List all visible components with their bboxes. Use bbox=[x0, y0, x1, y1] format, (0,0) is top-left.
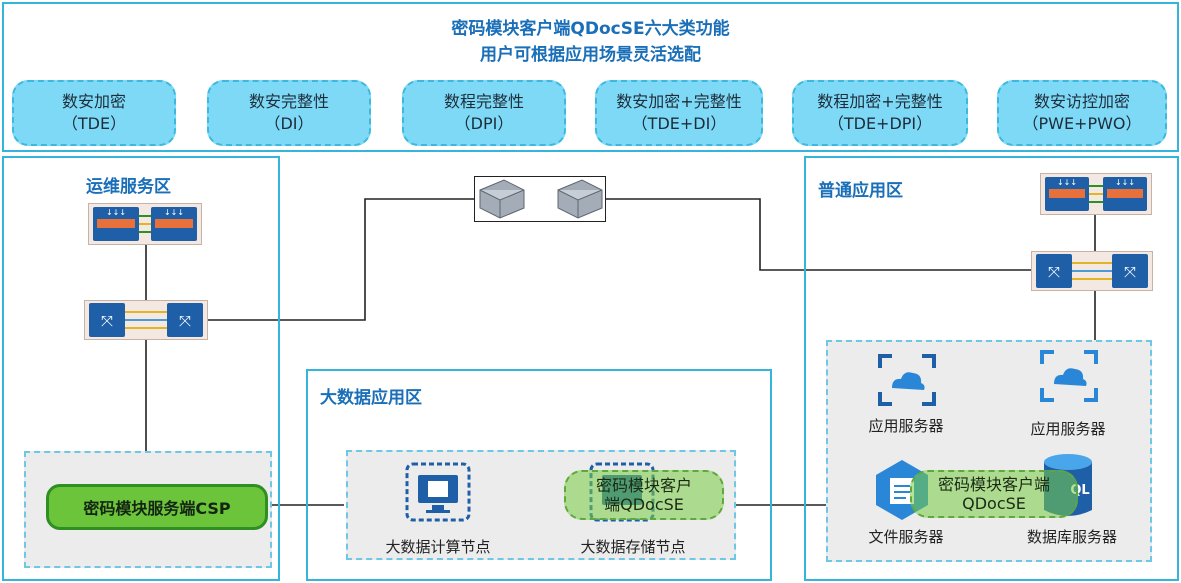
switch-icon: ⤧ ⤧ bbox=[1031, 251, 1153, 291]
function-name: 数安完整性 bbox=[248, 92, 329, 111]
storage-node-label: 大数据存储节点 bbox=[580, 538, 686, 556]
qdocse-badge-line2: 端QDocSE bbox=[604, 495, 684, 514]
core-router-pair bbox=[474, 176, 606, 222]
firewall-icon: ↓↓↓ ↓↓↓ bbox=[1040, 173, 1152, 215]
svg-text:⤧: ⤧ bbox=[1124, 263, 1136, 281]
function-pill-pwe-pwo: 数安访控加密 （PWE+PWO） bbox=[997, 80, 1167, 146]
function-pill-tde-dpi: 数程加密+完整性 （TDE+DPI） bbox=[792, 80, 968, 146]
function-name: 数安加密 bbox=[61, 92, 126, 111]
header-panel: 密码模块客户端QDocSE六大类功能 用户可根据应用场景灵活选配 数安加密 （T… bbox=[2, 2, 1179, 152]
ops-zone-title: 运维服务区 bbox=[86, 177, 171, 197]
function-code: （TDE+DPI） bbox=[827, 114, 933, 133]
svg-text:⤧: ⤧ bbox=[179, 312, 191, 330]
function-pill-tde: 数安加密 （TDE） bbox=[12, 80, 176, 146]
router-icon bbox=[479, 179, 525, 219]
header-title-line2: 用户可根据应用场景灵活选配 bbox=[480, 45, 701, 65]
app-server-icon bbox=[878, 354, 936, 406]
function-code: （DI） bbox=[264, 114, 314, 133]
function-pill-di: 数安完整性 （DI） bbox=[207, 80, 371, 146]
function-name: 数程加密+完整性 bbox=[817, 92, 943, 111]
svg-text:⤧: ⤧ bbox=[1048, 263, 1060, 281]
function-pill-dpi: 数程完整性 （DPI） bbox=[402, 80, 566, 146]
qdocse-badge-line1: 密码模块客户 bbox=[595, 476, 692, 495]
svg-text:↓↓↓: ↓↓↓ bbox=[106, 208, 126, 217]
ops-zone: 运维服务区 密码模块服务端CSP bbox=[2, 156, 280, 581]
bigdata-zone: 大数据应用区 大数据计算节点 密码模块客户 端QDocSE 大数据存储节点 bbox=[306, 369, 772, 581]
svg-text:↓↓↓: ↓↓↓ bbox=[1115, 178, 1135, 187]
svg-text:↓↓↓: ↓↓↓ bbox=[164, 208, 184, 217]
function-code: （TDE+DI） bbox=[631, 114, 727, 133]
firewall-icon: ↓↓↓ ↓↓↓ bbox=[88, 203, 202, 245]
db-server-label: 数据库服务器 bbox=[1026, 528, 1117, 546]
app-server-icon bbox=[1040, 350, 1098, 402]
file-server-label: 文件服务器 bbox=[868, 528, 944, 546]
qdocse-badge-line2: QDocSE bbox=[962, 494, 1026, 513]
link-ops-to-core bbox=[206, 198, 476, 321]
function-name: 数安访控加密 bbox=[1033, 92, 1130, 111]
bigdata-zone-title: 大数据应用区 bbox=[320, 388, 422, 408]
qdocse-client-badge-app: 密码模块客户端 QDocSE bbox=[910, 470, 1078, 518]
function-name: 数程完整性 bbox=[443, 92, 524, 111]
app-server-1-label: 应用服务器 bbox=[868, 417, 944, 435]
qdocse-client-badge-bigdata: 密码模块客户 端QDocSE bbox=[564, 470, 724, 520]
svg-text:⤧: ⤧ bbox=[101, 312, 113, 330]
link-core-to-app bbox=[603, 198, 1031, 271]
app-zone-title: 普通应用区 bbox=[818, 181, 903, 201]
app-server-area bbox=[826, 340, 1152, 562]
svg-text:↓↓↓: ↓↓↓ bbox=[1057, 178, 1077, 187]
compute-node-label: 大数据计算节点 bbox=[385, 538, 491, 556]
function-code: （DPI） bbox=[454, 114, 514, 133]
csp-server: 密码模块服务端CSP bbox=[46, 484, 268, 530]
app-server-2-label: 应用服务器 bbox=[1030, 420, 1106, 438]
app-zone: 普通应用区 应用服务器 应用服务器 QL 密码模块客户端 QDocSE 文件服务… bbox=[804, 156, 1179, 581]
function-pill-tde-di: 数安加密+完整性 （TDE+DI） bbox=[595, 80, 763, 146]
qdocse-badge-line1: 密码模块客户端 bbox=[937, 475, 1050, 494]
function-code: （PWE+PWO） bbox=[1022, 114, 1142, 133]
compute-node-icon bbox=[405, 462, 471, 522]
header-title-line1: 密码模块客户端QDocSE六大类功能 bbox=[451, 19, 730, 39]
function-name: 数安加密+完整性 bbox=[616, 92, 742, 111]
switch-icon: ⤧ ⤧ bbox=[84, 300, 208, 340]
router-icon bbox=[557, 179, 603, 219]
function-code: （TDE） bbox=[61, 114, 127, 133]
